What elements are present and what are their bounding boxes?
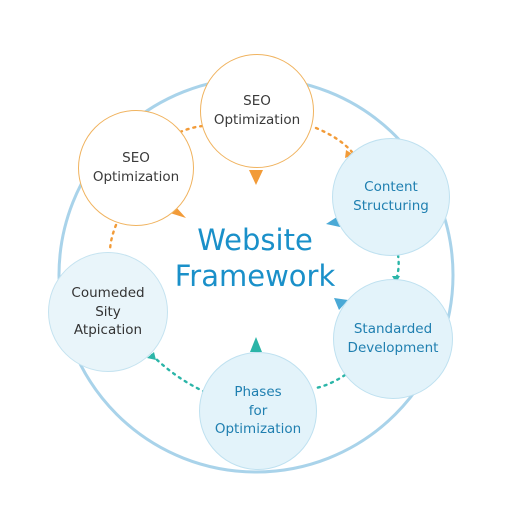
arrow-orange-down (249, 170, 263, 185)
node-seo-optimization-left: SEO Optimization (78, 110, 194, 226)
node-seo-optimization-top: SEO Optimization (200, 54, 314, 168)
node-standarded-development: Standarded Development (333, 279, 453, 399)
node-label-seo-top: SEO Optimization (213, 93, 301, 128)
connector-phases-to-cities (150, 353, 207, 394)
arrow-blue-right (334, 298, 348, 310)
node-label-standard: Standarded Development (347, 321, 439, 356)
node-phases-for-optimization: Phases for Optimization (199, 352, 317, 470)
node-coumeded-sity-atpication: Coumeded Sity Atpication (48, 252, 168, 372)
node-label-content: Content Structuring (353, 179, 429, 214)
connector-seo-top-to-content (314, 126, 354, 154)
node-content-structuring: Content Structuring (332, 138, 450, 256)
node-label-cities: Coumeded Sity Atpication (71, 284, 145, 339)
arrow-teal-up (250, 337, 262, 352)
connector-seo-left-to-seo-top (178, 124, 207, 134)
node-label-seo-left: SEO Optimization (92, 150, 180, 185)
connector-standard-to-phases (314, 373, 347, 390)
connector-seo-left-to-cities (108, 223, 118, 254)
node-label-phases: Phases for Optimization (214, 383, 302, 438)
arrow-teal-left-small (147, 352, 156, 360)
center-title: Website Framework (174, 223, 336, 293)
